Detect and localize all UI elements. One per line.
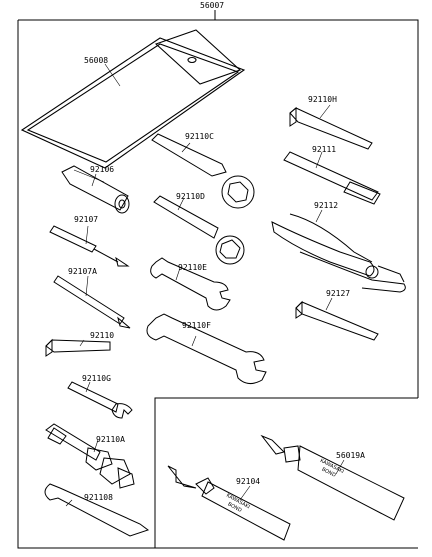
kit-boundary [17,10,419,549]
label-hex-wrench-small: 92127 [326,289,351,298]
label-open-wrench-large: 92110F [182,321,211,330]
label-screwdriver: 92107 [74,215,99,224]
label-pouch: 56008 [84,56,109,65]
bond-tube-small-drawing: KAWASAKI BOND [167,465,291,541]
hex-wrench-small-drawing [295,297,379,341]
open-wrench-large-drawing [146,313,267,384]
handle-drawing [283,151,381,205]
label-bond-tube-small: 92104 [236,477,261,486]
hook-wrench-drawing [44,483,150,537]
label-open-wrench-small: 92110E [178,263,207,272]
label-handle: 92111 [312,145,337,154]
label-hex-wrench-medium: 92110 [90,331,115,340]
hex-wrench-large-drawing [289,104,373,150]
socket-wrench-drawing [61,165,130,214]
bond-tube-large-drawing: KAWASAKI BOND [260,434,405,521]
label-hex-wrench-large: 92110H [308,95,337,104]
label-screwdriver-shaft: 92107A [68,267,97,276]
label-hook-wrench: 921108 [84,493,113,502]
label-small-wrench: 92110G [82,374,111,383]
label-kit: 56007 [200,1,225,10]
label-bond-tube-large: 56019A [336,451,365,460]
small-wrench-drawing [67,381,133,419]
label-box-spanner: 92110D [176,192,205,201]
hex-wrench-medium-drawing [45,338,111,357]
label-ring-spanner: 92110C [185,132,214,141]
pouch-drawing [20,29,246,169]
label-pliers: 92112 [314,201,339,210]
pliers-drawing [271,209,406,293]
ring-spanner-drawing [151,133,255,209]
spark-plug-wrench-drawing [45,423,135,489]
label-socket-wrench: 92106 [90,165,115,174]
label-spark-plug-wrench: 92110A [96,435,125,444]
open-wrench-small-drawing [150,257,231,311]
screwdriver-shaft-drawing [53,275,131,329]
screwdriver-drawing [49,225,130,267]
box-spanner-drawing [153,195,245,265]
